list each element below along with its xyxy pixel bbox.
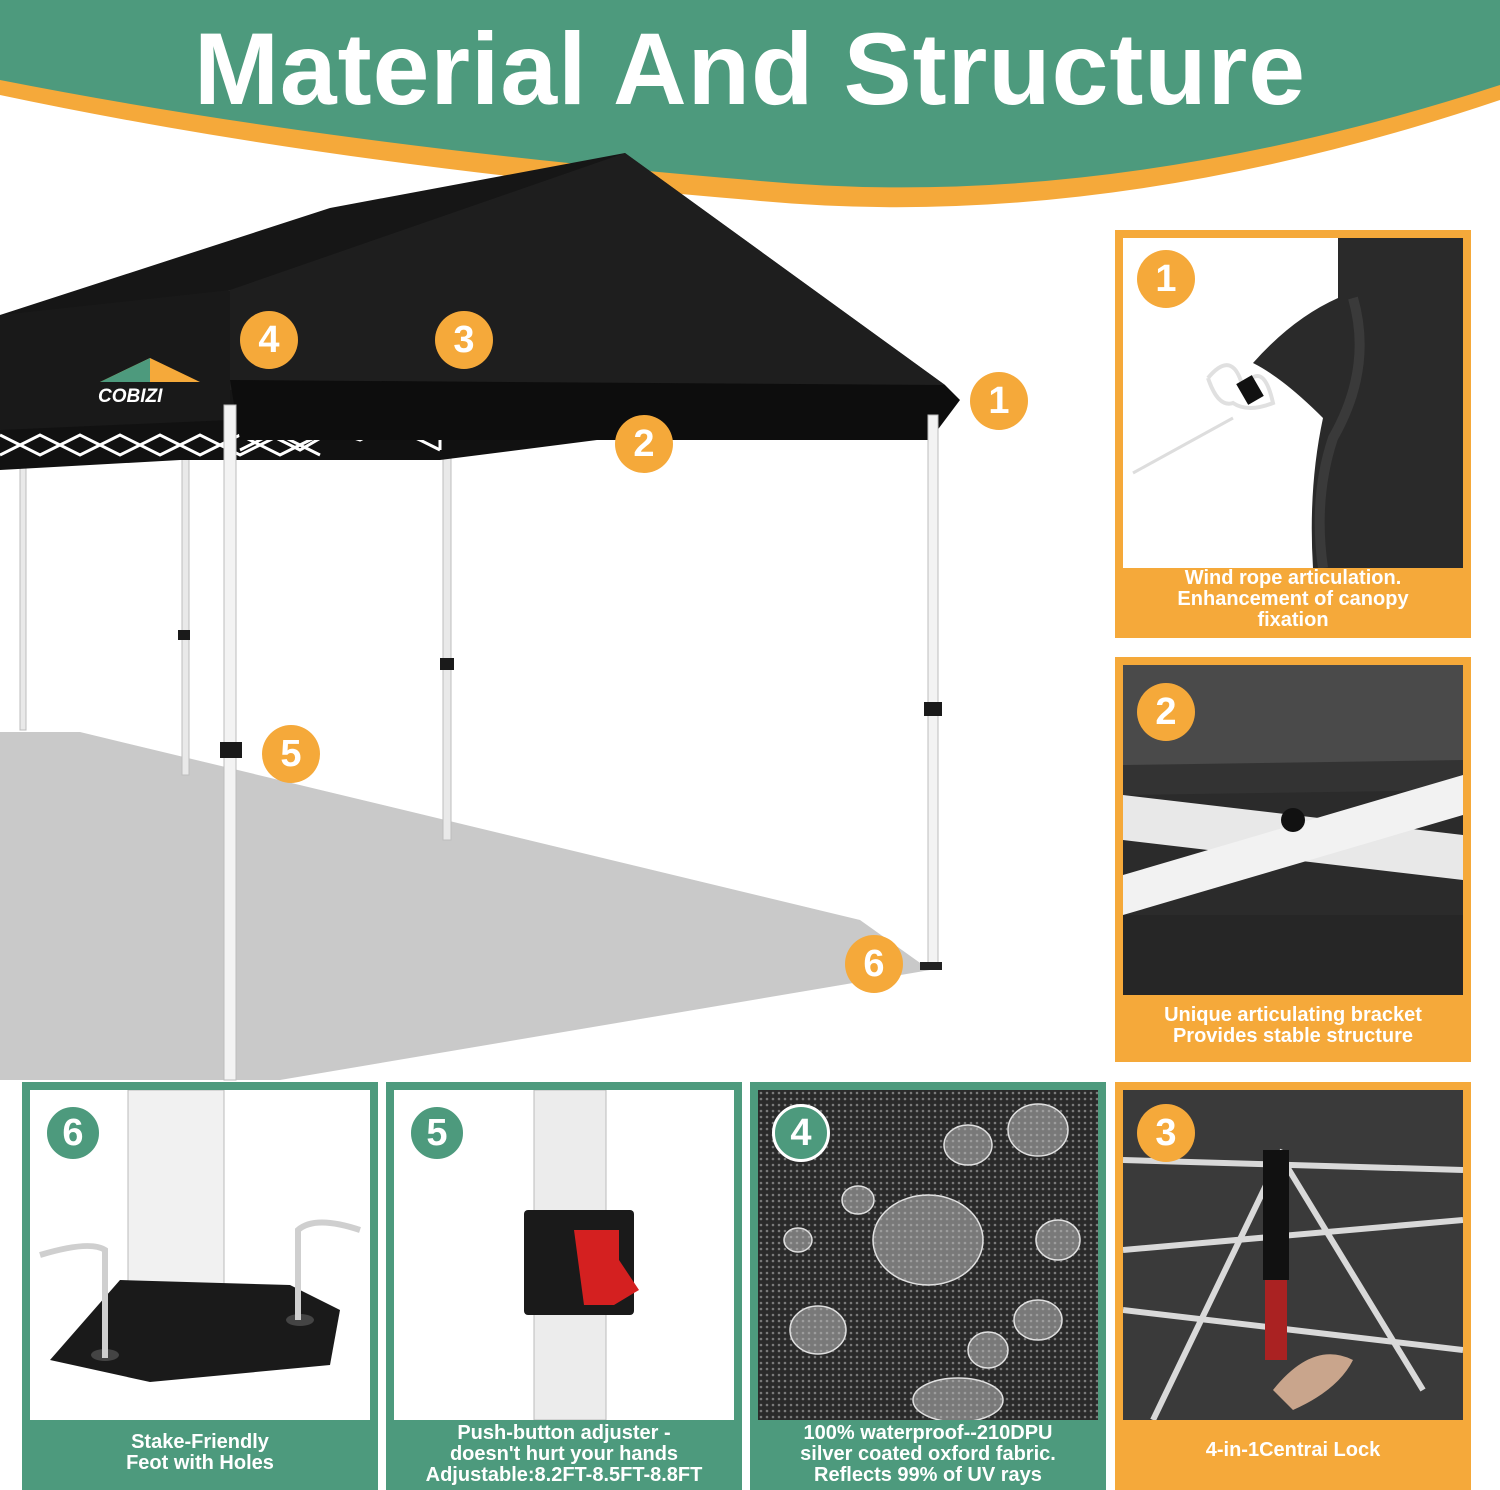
adjuster-caption: Push-button adjuster - doesn't hurt your… (425, 1422, 703, 1486)
front-leg-right (927, 414, 939, 966)
detail-panel-central-lock: 3 4-in-1Centrai Lock (1115, 1082, 1471, 1490)
panel-1-number: 1 (1137, 250, 1195, 308)
panel-3-number: 3 (1137, 1104, 1195, 1162)
bracket-caption: Unique articulating bracket Provides sta… (1164, 1004, 1422, 1047)
panel-6-number: 6 (44, 1104, 102, 1162)
panel-2-number: 2 (1137, 683, 1195, 741)
feet-photo (30, 1090, 370, 1420)
panel-5-number: 5 (408, 1104, 466, 1162)
header-banner (0, 0, 1500, 208)
brand-logo: COBIZI (98, 386, 163, 407)
callout-4: 4 (240, 311, 298, 369)
detail-panel-adjuster: 5 Push-button adjuster - doesn't hurt yo… (386, 1082, 742, 1490)
callout-3: 3 (435, 311, 493, 369)
wind-rope-caption: Wind rope articulation. Enhancement of c… (1177, 567, 1409, 631)
callout-6: 6 (845, 935, 903, 993)
callout-2: 2 (615, 415, 673, 473)
canopy-illustration: COBIZI (0, 153, 960, 1081)
page-title: Material And Structure (193, 12, 1307, 126)
fabric-caption: 100% waterproof--210DPU silver coated ox… (800, 1422, 1056, 1486)
feet-caption: Stake-Friendly Feot with Holes (126, 1431, 274, 1474)
callout-5: 5 (262, 725, 320, 783)
callout-1: 1 (970, 372, 1028, 430)
panel-4-number: 4 (772, 1104, 830, 1162)
central-lock-caption: 4-in-1Centrai Lock (1205, 1439, 1381, 1461)
detail-panel-fabric: 4 100% waterproof--210DPU silver coated … (750, 1082, 1106, 1490)
detail-panel-wind-rope: 1 Wind rope articulation. Enhancement of… (1115, 230, 1471, 638)
detail-panel-bracket: 2 Unique articulating bracket Provides s… (1115, 657, 1471, 1062)
detail-panel-feet: 6 Stake-Friendly Feot with Holes (22, 1082, 378, 1490)
floor-shadow (0, 732, 930, 1080)
